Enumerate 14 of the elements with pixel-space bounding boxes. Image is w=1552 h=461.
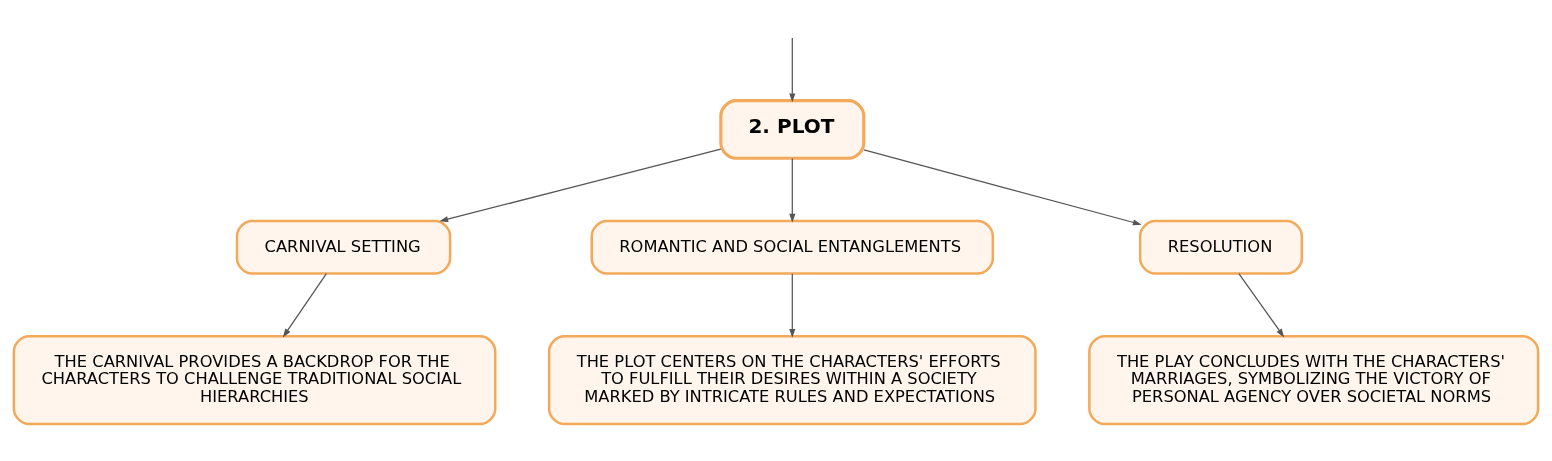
node-box: THE PLOT CENTERS ON THE CHARACTERS' EFFORTS TO FULFILL THEIR DESIRES WITHIN A SOCIETY MARKED BY INTRICATE RULES AND EXPECTATIONS	[547, 335, 1037, 426]
arrow	[789, 37, 796, 103]
arrow	[439, 148, 722, 223]
arrow	[789, 273, 796, 338]
arrow	[282, 273, 327, 338]
arrow	[863, 149, 1142, 226]
arrow	[789, 157, 796, 223]
node-box: THE CARNIVAL PROVIDES A BACKDROP FOR THE CHARACTERS TO CHALLENGE TRADITIONAL SOCIAL HIERARCHIES	[12, 335, 497, 426]
arrow	[1238, 273, 1285, 338]
node-box: RESOLUTION	[1138, 219, 1304, 275]
node-box: 2. PLOT	[719, 99, 866, 160]
node-box: ROMANTIC AND SOCIAL ENTANGLEMENTS	[590, 219, 995, 275]
node-box: THE PLAY CONCLUDES WITH THE CHARACTERS' MARRIAGES, SYMBOLIZING THE VICTORY OF PERSONAL AGENCY OVER SOCIETAL NORMS	[1088, 335, 1540, 426]
node-box: CARNIVAL SETTING	[235, 219, 452, 275]
